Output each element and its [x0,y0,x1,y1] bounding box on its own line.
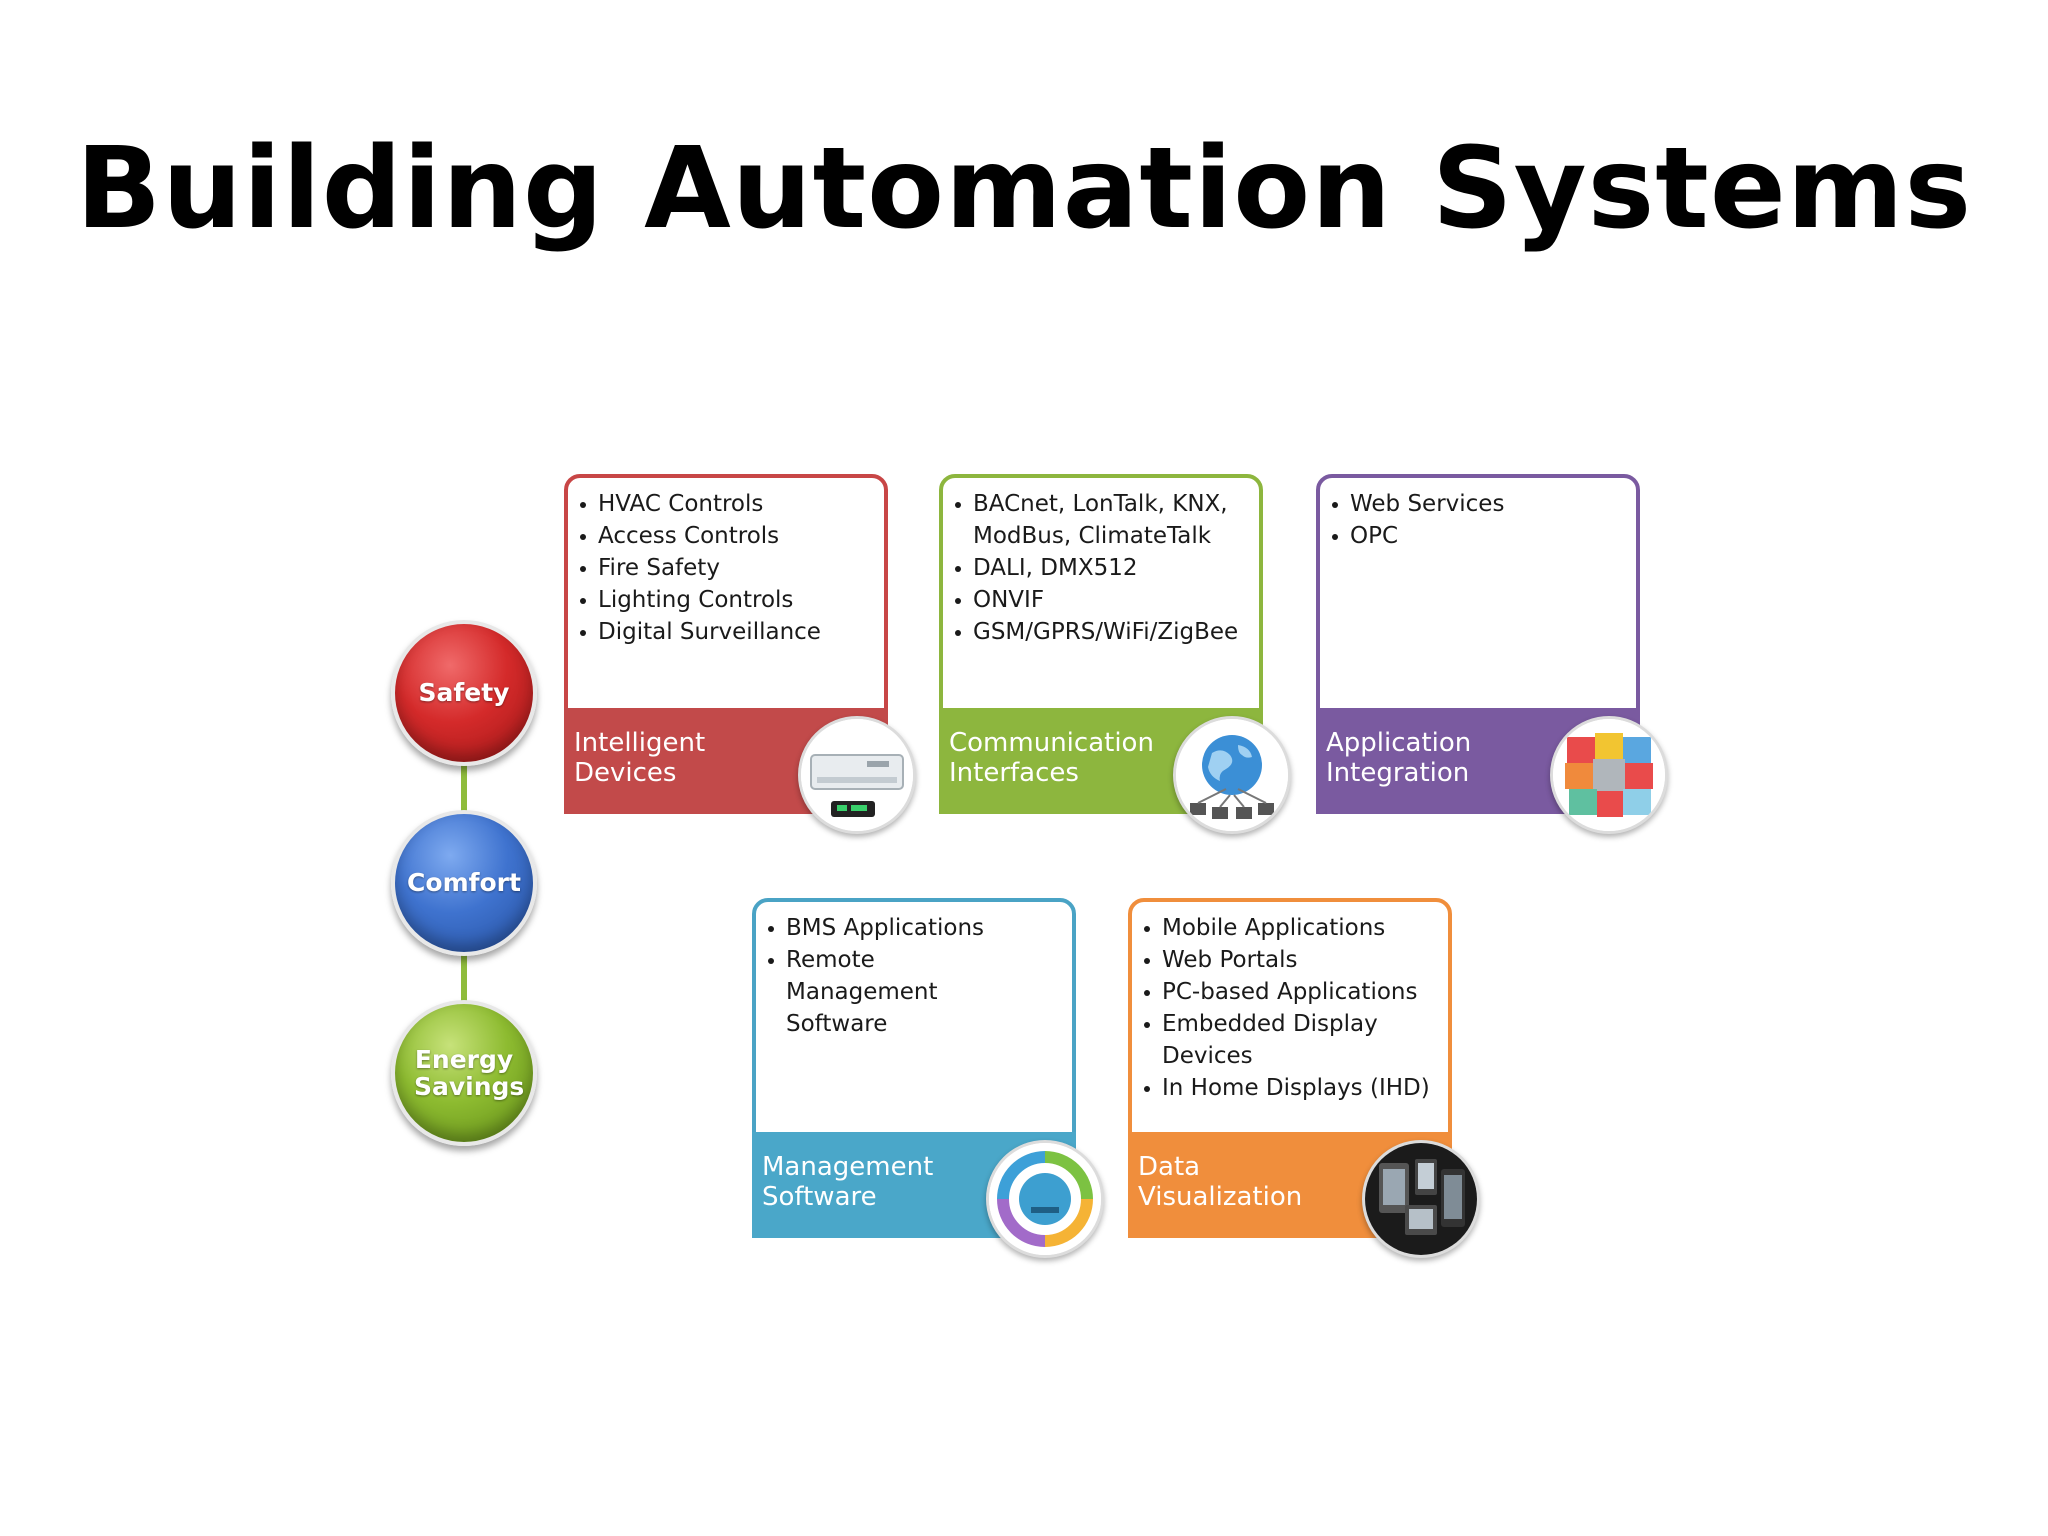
card-heading: Management Software [762,1152,934,1212]
cycle-arrows-icon [986,1140,1104,1258]
card-data-visualization: Mobile Applications Web Portals PC-based… [1128,898,1480,1258]
list-item: DALI, DMX512 [955,552,1253,584]
card-item-list: Mobile Applications Web Portals PC-based… [1132,902,1448,1104]
goal-comfort: Comfort [391,810,537,956]
list-item: BMS Applications [768,912,1064,944]
card-heading: Data Visualization [1138,1152,1303,1212]
list-item: Fire Safety [580,552,876,584]
list-item: Access Controls [580,520,876,552]
air-conditioner-icon [798,716,916,834]
page-title: Building Automation Systems [75,124,1973,254]
list-item: Web Services [1332,488,1628,520]
list-item: BACnet, LonTalk, KNX, ModBus, ClimateTal… [955,488,1253,552]
globe-network-icon [1173,716,1291,834]
list-item: Embedded Display Devices [1144,1008,1392,1072]
goal-safety: Safety [391,620,537,766]
card-management-software: BMS Applications Remote Management Softw… [752,898,1104,1258]
card-communication-interfaces: BACnet, LonTalk, KNX, ModBus, ClimateTal… [939,474,1291,834]
list-item: Mobile Applications [1144,912,1440,944]
card-heading: Application Integration [1326,728,1472,788]
card-item-list: BACnet, LonTalk, KNX, ModBus, ClimateTal… [943,478,1259,648]
list-item: GSM/GPRS/WiFi/ZigBee [955,616,1253,648]
list-item: Web Portals [1144,944,1440,976]
list-item: PC-based Applications [1144,976,1440,1008]
card-item-list: BMS Applications Remote Management Softw… [756,902,1072,1040]
list-item: In Home Displays (IHD) [1144,1072,1440,1104]
list-item: OPC [1332,520,1628,552]
list-item: Digital Surveillance [580,616,876,648]
card-intelligent-devices: HVAC Controls Access Controls Fire Safet… [564,474,916,834]
goal-connector [461,760,467,820]
list-item: Lighting Controls [580,584,876,616]
card-item-list: HVAC Controls Access Controls Fire Safet… [568,478,884,648]
list-item: Remote Management Software [768,944,1026,1040]
goal-energy-savings: Energy Savings [391,1000,537,1146]
goal-connector [461,950,467,1010]
list-item: HVAC Controls [580,488,876,520]
erp-puzzle-icon [1550,716,1668,834]
card-heading: Communication Interfaces [949,728,1154,788]
card-item-list: Web Services OPC [1320,478,1636,552]
card-application-integration: Web Services OPC Application Integration [1316,474,1668,834]
list-item: ONVIF [955,584,1253,616]
card-heading: Intelligent Devices [574,728,706,788]
display-devices-icon [1362,1140,1480,1258]
